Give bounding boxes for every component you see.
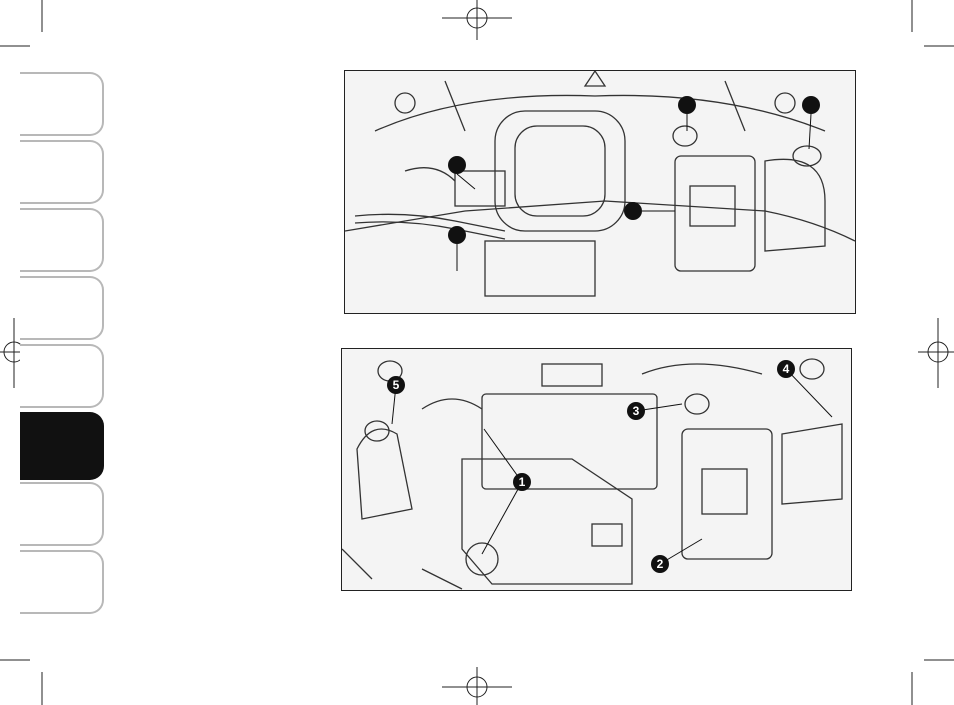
svg-text:1: 1 xyxy=(519,475,526,489)
callout-marker-top-5 xyxy=(802,96,820,114)
svg-text:5: 5 xyxy=(393,378,400,392)
engine-illustration-top xyxy=(344,70,856,314)
callout-3: 3 xyxy=(627,402,645,420)
chapter-tab-7[interactable] xyxy=(20,482,104,546)
callout-5: 5 xyxy=(387,376,405,394)
callouts-bottom: 1 2 3 4 5 xyxy=(342,349,851,590)
registration-mark-bottom xyxy=(442,667,512,705)
callout-4: 4 xyxy=(777,360,795,378)
chapter-tab-2[interactable] xyxy=(20,140,104,204)
callout-2: 2 xyxy=(651,555,669,573)
registration-mark-top xyxy=(442,0,512,40)
chapter-tab-4[interactable] xyxy=(20,276,104,340)
svg-text:3: 3 xyxy=(633,404,640,418)
registration-mark-right xyxy=(918,318,954,388)
engine-drawing-top xyxy=(345,71,855,313)
svg-text:2: 2 xyxy=(657,557,664,571)
callout-marker-top-2 xyxy=(448,226,466,244)
callout-marker-top-4 xyxy=(678,96,696,114)
chapter-tab-8[interactable] xyxy=(20,550,104,614)
svg-text:4: 4 xyxy=(783,362,790,376)
callout-marker-top-1 xyxy=(448,156,466,174)
callout-1: 1 xyxy=(513,473,531,491)
chapter-tab-3[interactable] xyxy=(20,208,104,272)
chapter-tab-6-active[interactable] xyxy=(20,412,104,480)
chapter-tab-5[interactable] xyxy=(20,344,104,408)
callout-marker-top-3 xyxy=(624,202,642,220)
engine-illustration-bottom: 1 2 3 4 5 xyxy=(341,348,852,591)
chapter-tab-1[interactable] xyxy=(20,72,104,136)
